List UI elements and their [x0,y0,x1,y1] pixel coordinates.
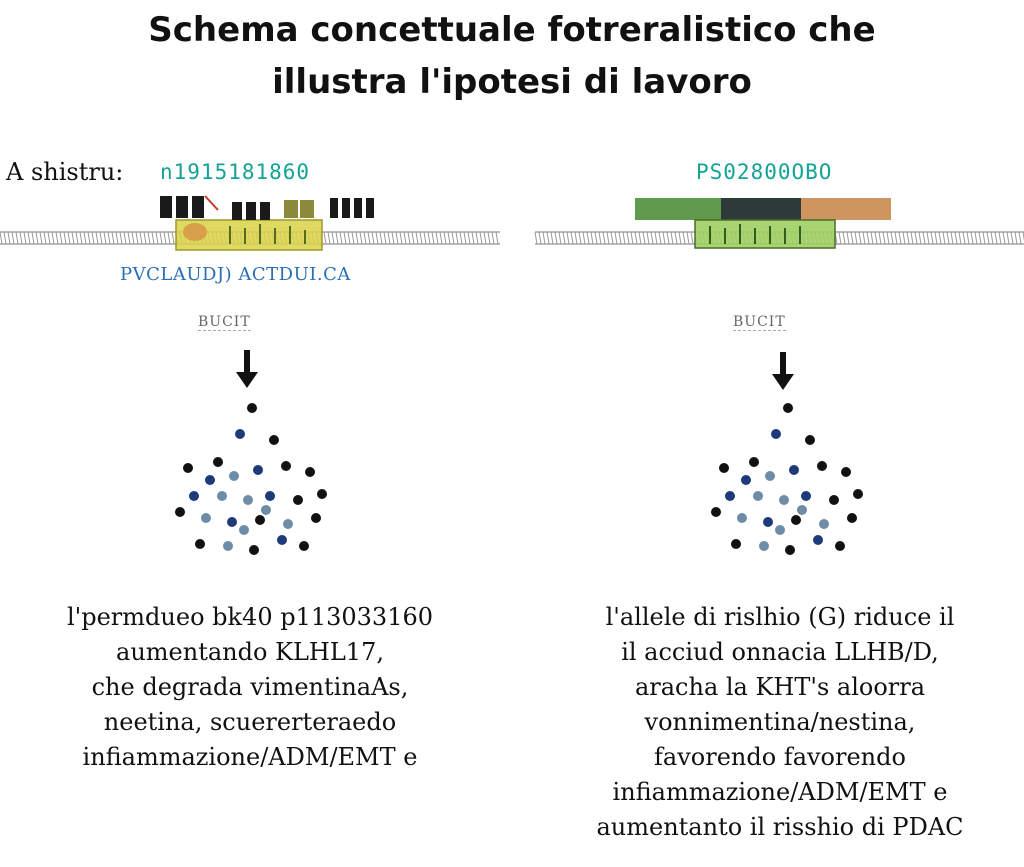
right-dna-strand [534,198,1024,249]
molecule-dot [749,457,759,467]
right-highlight-box [695,220,835,248]
molecule-dot [779,495,789,505]
molecule-dot [201,513,211,523]
molecule-dot [235,429,245,439]
molecule-dot [805,435,815,445]
molecule-dot [775,525,785,535]
left-description-line: aumentando KLHL17, [116,638,384,666]
molecule-dot [771,429,781,439]
diagram-title: Schema concettuale fotreralistico che il… [0,4,1024,108]
molecule-dot [817,461,827,471]
right-description-line: il acciud onnacia LLHB/D, [621,638,939,666]
molecule-dot [759,541,769,551]
molecule-dot [797,505,807,515]
molecule-dot [195,539,205,549]
molecule-dot [253,465,263,475]
molecule-dot [789,465,799,475]
left-sequence: n1915181860 [160,160,311,184]
left-protein-label: PVCLAUDJ) ACTDUI.CA [120,264,351,285]
molecule-dot [247,403,257,413]
right-description-line: favorendo favorendo [654,743,906,771]
molecule-dot [189,491,199,501]
molecule-dot [249,545,259,555]
molecule-dot [753,491,763,501]
molecule-dot [223,541,233,551]
left-description-line: infiammazione/ADM/EMT e [82,743,418,771]
molecule-dot [293,495,303,505]
molecule-dot [283,519,293,529]
molecule-dot [741,475,751,485]
molecule-dot [829,495,839,505]
molecule-dot [737,513,747,523]
molecule-dot [299,541,309,551]
left-dna-strand [0,195,500,251]
left-description-line: che degrada vimentinaAs, [91,673,409,701]
molecule-dot [763,517,773,527]
right-sequence: PS02800OBO [696,160,833,184]
molecule-dot [229,471,239,481]
right-description: l'allele di rislhio (G) riduce il il acc… [560,600,1000,845]
left-side-label: A shistru: [6,158,124,186]
molecule-dot [835,541,845,551]
molecule-dot [801,491,811,501]
molecule-dot [765,471,775,481]
molecule-dot [317,489,327,499]
molecule-dot [819,519,829,529]
molecule-dot [731,539,741,549]
right-cell-cluster [711,403,863,555]
molecule-dot [277,535,287,545]
molecule-dot [269,435,279,445]
molecule-dot [265,491,275,501]
molecule-dot [243,495,253,505]
molecule-dot [841,467,851,477]
molecule-dot [205,475,215,485]
molecule-dot [853,489,863,499]
molecule-dot [255,515,265,525]
molecule-dot [711,507,721,517]
molecule-dot [719,463,729,473]
molecule-dot [305,467,315,477]
molecule-dot [725,491,735,501]
molecule-dot [175,507,185,517]
molecule-dot [311,513,321,523]
right-description-line: aumentanto il risshio di PDAC [596,813,964,841]
right-description-line: infiammazione/ADM/EMT e [612,778,948,806]
left-small-label: BUCIT [198,314,251,331]
title-line-1: Schema concettuale fotreralistico che [148,10,876,50]
molecule-dot [227,517,237,527]
molecule-dot [281,461,291,471]
title-line-2: illustra l'ipotesi di lavoro [272,62,752,102]
right-description-line: vonnimentina/nestina, [644,708,916,736]
right-description-line: l'allele di rislhio (G) riduce il [605,603,955,631]
molecule-dot [813,535,823,545]
right-small-label: BUCIT [733,314,786,331]
molecule-dot [791,515,801,525]
right-description-line: aracha la KHT's aloorra [634,673,926,701]
molecule-dot [785,545,795,555]
left-description-line: l'permdueo bk40 p113033160 [66,603,434,631]
left-cell-cluster [175,403,327,555]
molecule-dot [783,403,793,413]
molecule-dot [847,513,857,523]
molecule-dot [261,505,271,515]
molecule-dot [213,457,223,467]
molecule-dot [217,491,227,501]
molecule-dot [239,525,249,535]
left-description-line: neetina, scuererteraedo [103,708,397,736]
molecule-dot [183,463,193,473]
left-description: l'permdueo bk40 p113033160 aumentando KL… [40,600,460,775]
